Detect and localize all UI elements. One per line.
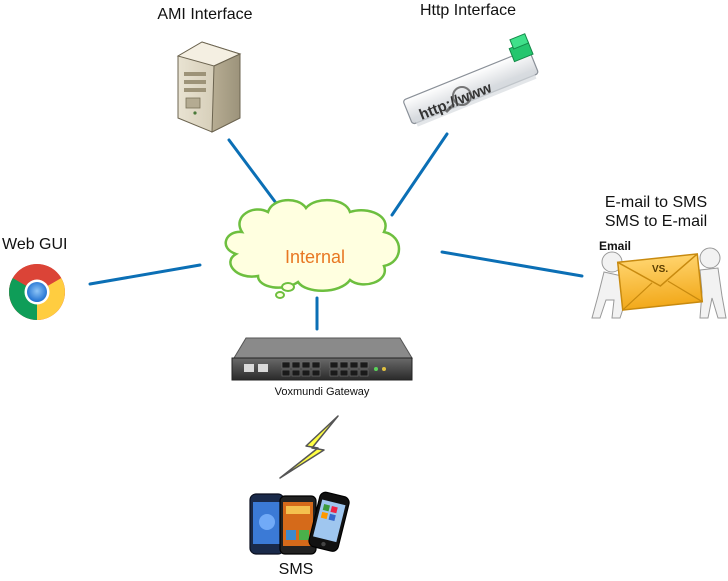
web-gui-label: Web GUI <box>2 236 68 253</box>
cloud-internal-label: Internal <box>284 247 346 267</box>
ami-interface-label: AMI Interface <box>157 6 253 23</box>
connector-ami <box>227 138 281 209</box>
connector-http <box>390 132 449 217</box>
cloud-icon <box>224 199 401 299</box>
email-icon-text: Email <box>599 239 631 253</box>
smartphones-icon <box>249 491 350 555</box>
rack-gateway-device-icon <box>231 337 413 381</box>
gateway-label: Voxmundi Gateway <box>274 386 370 398</box>
connectors <box>88 132 584 331</box>
email-vs-envelope-icon: Email VS. <box>591 239 727 319</box>
sms-label: SMS <box>278 561 314 578</box>
vs-icon-text: VS. <box>652 264 668 275</box>
browser-address-bar-icon: http://www <box>403 33 539 127</box>
chrome-browser-icon <box>9 264 65 320</box>
lightning-bolt-icon <box>279 415 339 479</box>
connector-webgui <box>88 263 202 286</box>
email-sms-label: E-mail to SMS SMS to E-mail <box>605 193 707 231</box>
email-to-sms-label: E-mail to SMS <box>604 194 708 211</box>
http-interface-label: Http Interface <box>419 2 517 19</box>
server-tower-icon <box>176 41 242 133</box>
connector-email <box>440 250 584 278</box>
sms-to-email-label: SMS to E-mail <box>604 213 708 230</box>
